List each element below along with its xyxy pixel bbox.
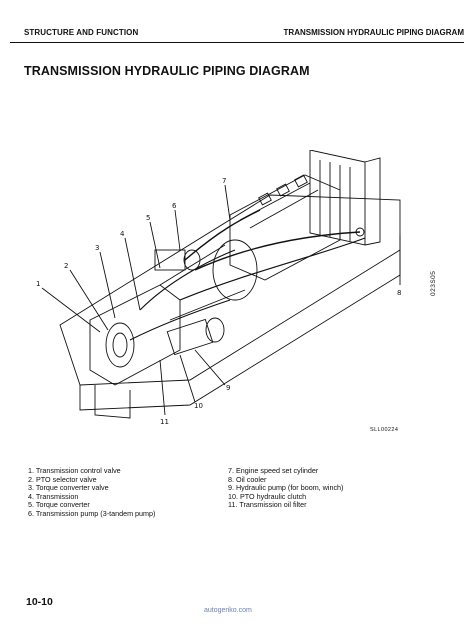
page-title: TRANSMISSION HYDRAULIC PIPING DIAGRAM (24, 64, 310, 78)
legend-item-8: 8. Oil cooler (228, 474, 267, 484)
torque-converter-housing (212, 239, 258, 301)
legend-item-2: 2. PTO selector valve (28, 474, 97, 484)
pipe-line-3 (179, 237, 366, 301)
hydraulic-piping-diagram: 1 2 3 4 5 6 7 8 9 10 11 (36, 150, 401, 426)
transmission-case (89, 284, 181, 386)
callout-11: 11 (160, 418, 169, 426)
legend-item-4: 4. Transmission (28, 491, 79, 501)
legend-item-9: 9. Hydraulic pump (for boom, winch) (228, 483, 344, 493)
callout-1: 1 (36, 280, 40, 288)
callout-10: 10 (194, 402, 203, 410)
legend-item-3: 3. Torque converter valve (28, 483, 109, 493)
figure-code: SLL00224 (370, 427, 399, 433)
callout-5: 5 (146, 214, 150, 222)
legend-item-10: 10. PTO hydraulic clutch (228, 491, 307, 501)
legend-item-5: 5. Torque converter (28, 500, 90, 510)
callout-7: 7 (222, 177, 226, 185)
page-number: 10-10 (26, 596, 53, 608)
callout-2: 2 (64, 262, 68, 270)
callout-9: 9 (226, 384, 230, 392)
hydraulic-pump (166, 318, 214, 356)
legend-item-7: 7. Engine speed set cylinder (228, 466, 319, 475)
legend-right: 7. Engine speed set cylinder 8. Oil cool… (228, 466, 344, 510)
page-header: STRUCTURE AND FUNCTION TRANSMISSION HYDR… (10, 28, 464, 43)
legend-left: 1. Transmission control valve 2. PTO sel… (28, 466, 156, 519)
pipe-line-2 (194, 231, 361, 271)
legend-item-6: 6. Transmission pump (3-tandem pump) (28, 508, 156, 518)
section-title: STRUCTURE AND FUNCTION (24, 28, 139, 37)
callout-6: 6 (172, 202, 177, 210)
callout-4: 4 (120, 230, 125, 238)
header-topic: TRANSMISSION HYDRAULIC PIPING DIAGRAM (283, 28, 464, 37)
side-figure-code: 023S05 (430, 270, 437, 296)
watermark-link[interactable]: autogeriko.com (204, 607, 252, 614)
callout-3: 3 (95, 244, 99, 252)
callout-8: 8 (397, 289, 401, 297)
oil-cooler-fitting (355, 227, 365, 237)
legend-item-1: 1. Transmission control valve (28, 466, 121, 475)
legend-item-11: 11. Transmission oil filter (228, 500, 307, 510)
pipe-line-1 (184, 209, 261, 261)
engine-block (229, 174, 341, 281)
chassis-side (79, 250, 401, 411)
